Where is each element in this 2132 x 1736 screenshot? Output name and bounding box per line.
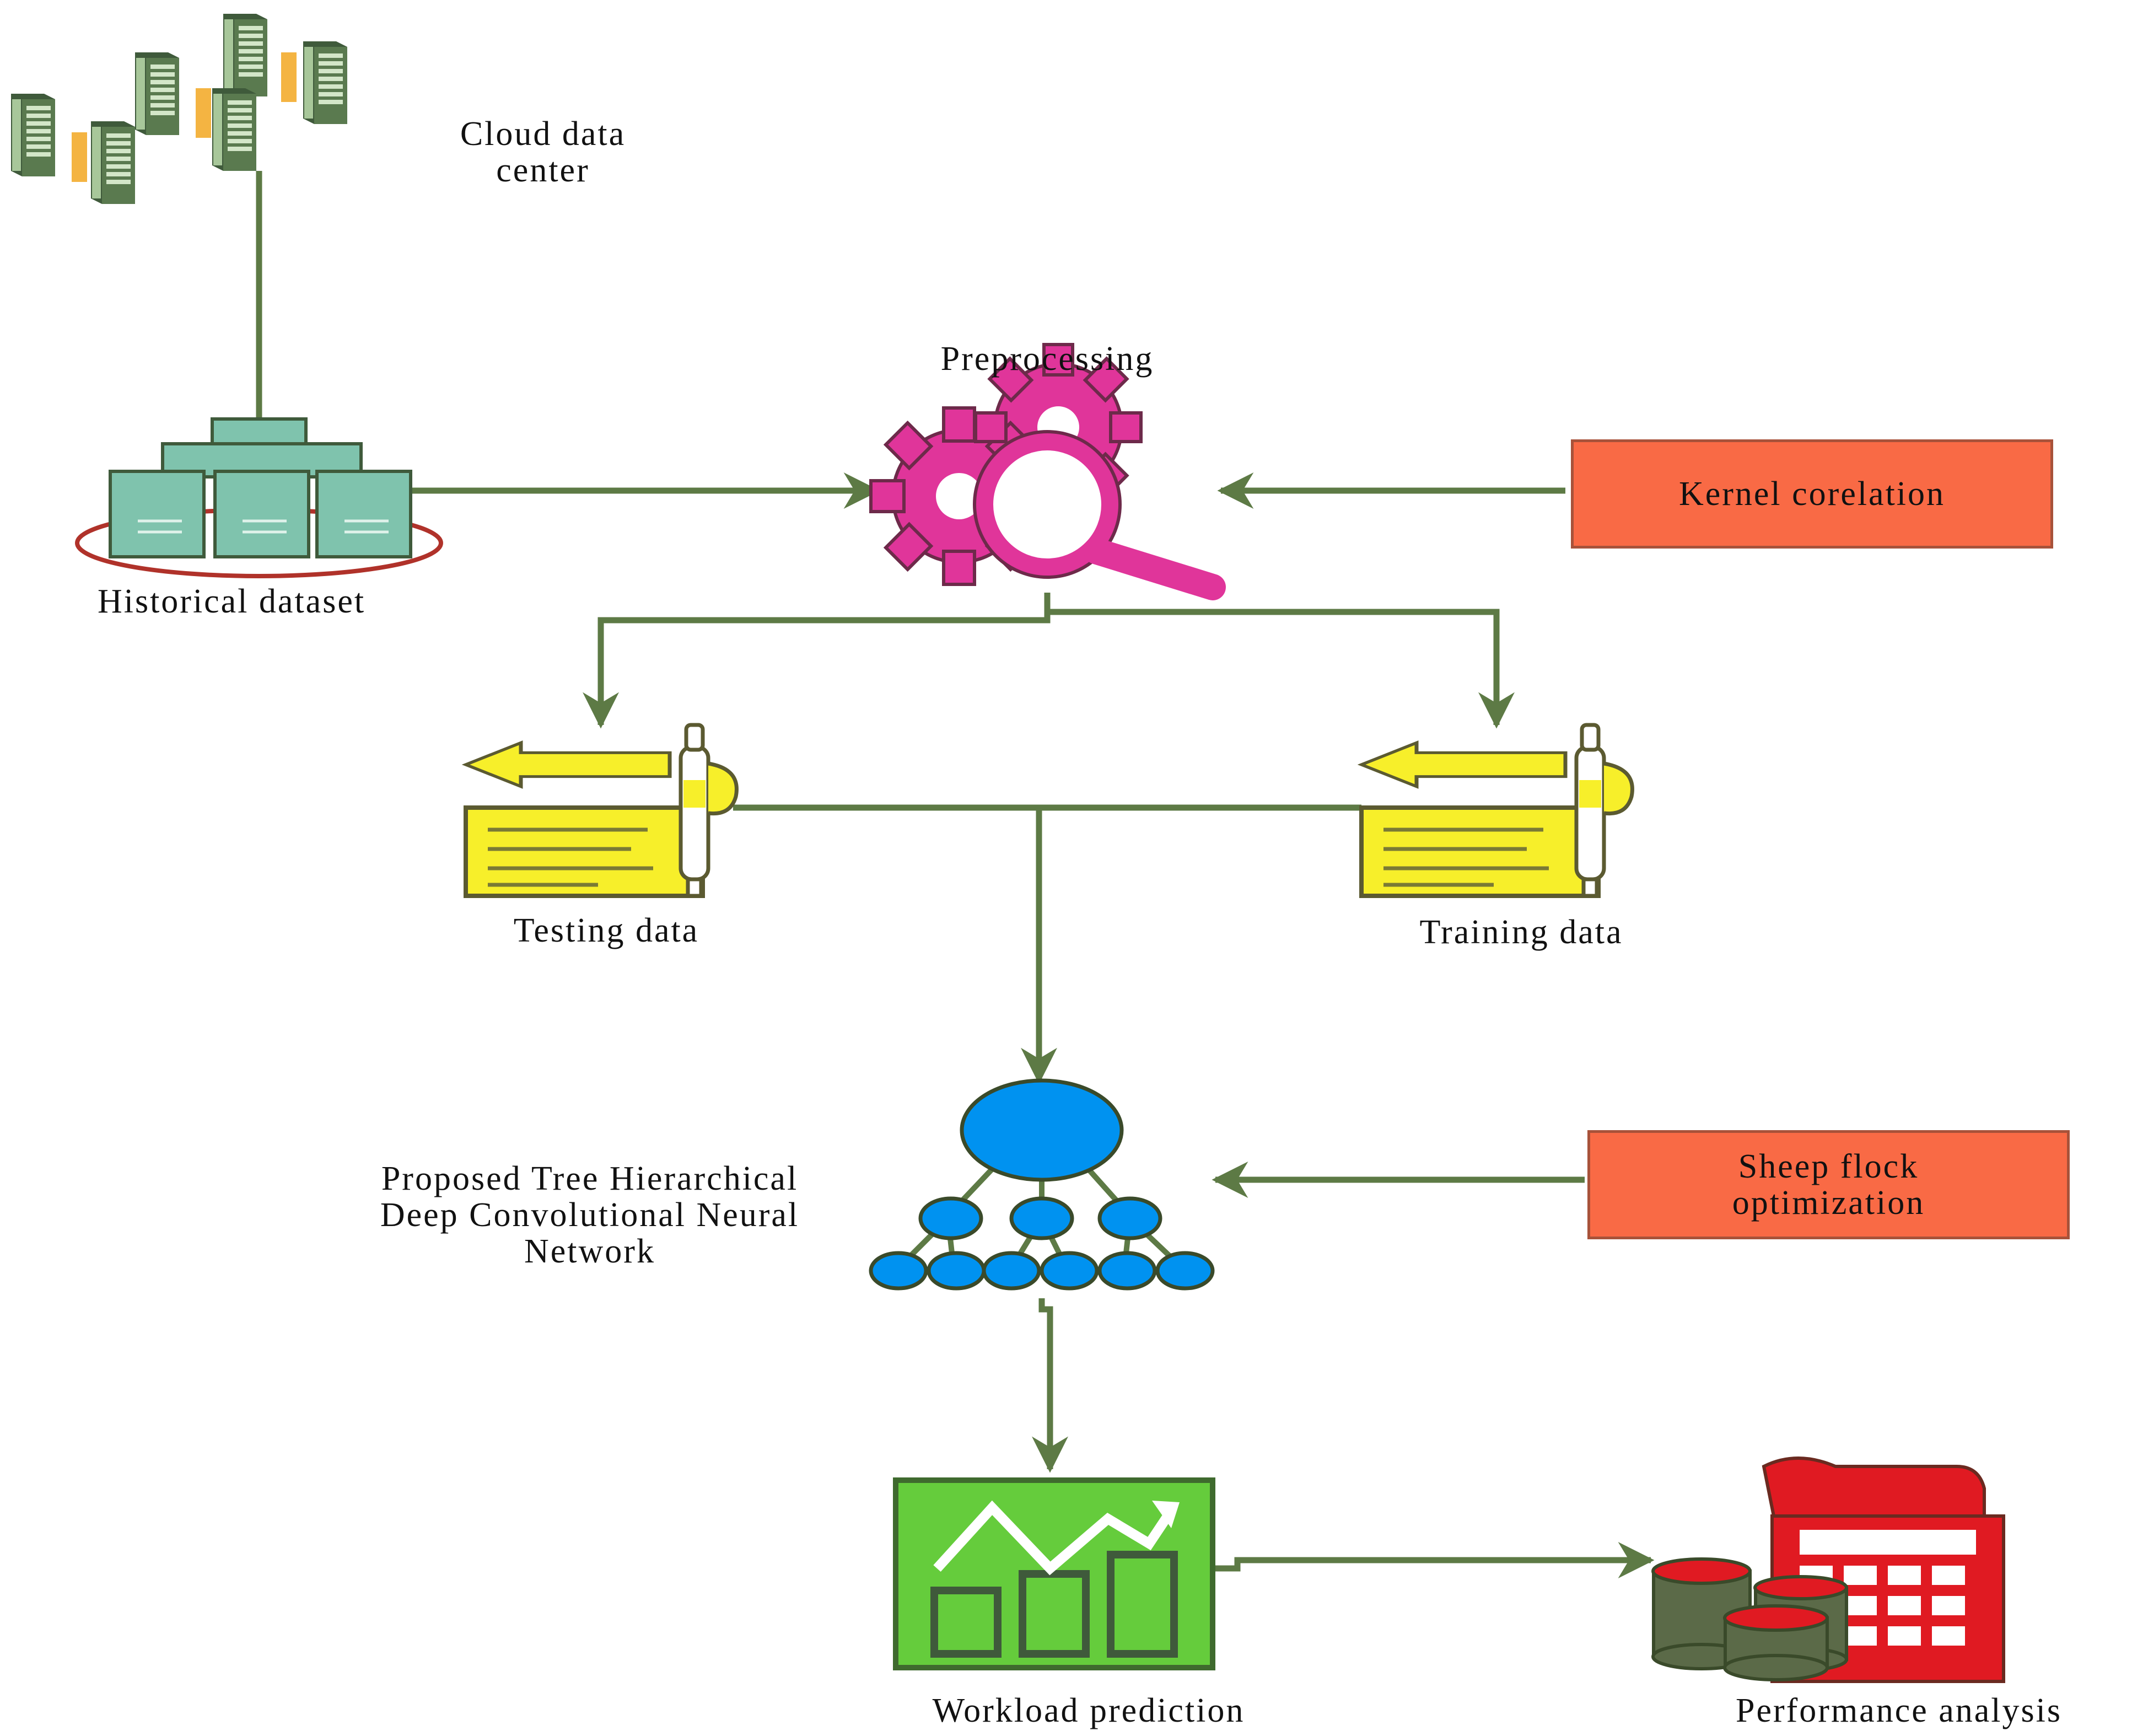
preprocessing-label: Preprocessing [940,340,1154,378]
workload-prediction-label: Workload prediction [932,1692,1245,1729]
gears-magnifier-icon [869,343,1226,600]
server-rack-cluster-icon [11,14,347,204]
cloud-data-center-label: Cloud data center [460,115,626,189]
connector-prediction-to-performance [1210,1542,1655,1578]
sheep-flock-optimization-label: Sheep flock optimization [1732,1148,1925,1222]
document-pen-icon [1361,725,1632,896]
testing-data-label: Testing data [513,912,699,949]
connector-preprocessing-split [583,593,1051,729]
historical-dataset-label: Historical dataset [97,583,366,620]
bar-chart-trend-icon [893,1477,1215,1670]
training-data-label: Training data [1419,913,1623,951]
kernel-correlation-box: Kernel corelation [1571,439,2053,549]
sheep-flock-optimization-box: Sheep flock optimization [1587,1130,2070,1239]
performance-analysis-label: Performance analysis [1736,1692,2062,1729]
server-stack-icon [75,417,443,578]
connectors [241,171,1655,1578]
kernel-correlation-label: Kernel corelation [1678,475,1946,513]
connector-network-to-prediction [1032,1298,1068,1473]
hierarchical-tree-icon [869,1078,1215,1291]
database-calculator-icon [1651,1456,2005,1683]
document-pen-icon [466,725,736,896]
proposed-model-label: Proposed Tree Hierarchical Deep Convolut… [380,1160,800,1270]
